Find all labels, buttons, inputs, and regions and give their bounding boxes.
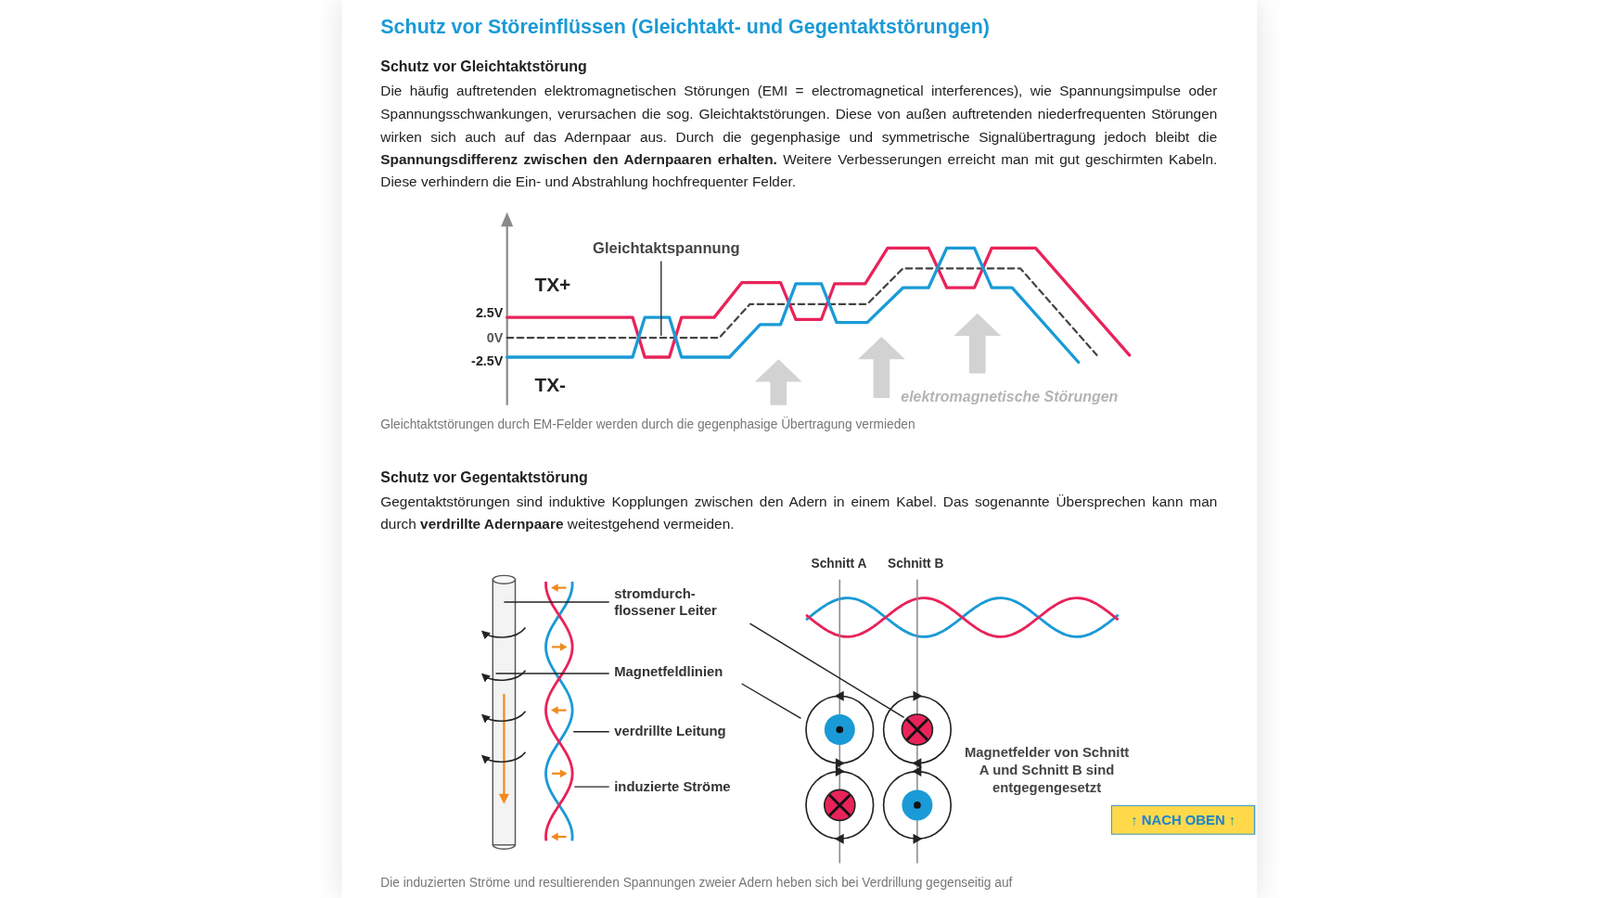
disturbance-arrow [954, 313, 1002, 374]
figure-caption: Gleichtaktstörungen durch EM-Felder werd… [380, 417, 915, 432]
crosstalk-diagram [482, 575, 1118, 863]
twisted-wire-blue [806, 598, 1119, 638]
emphasis-text: verdrillte Adernpaare [420, 515, 564, 533]
wire-section-in [824, 789, 856, 820]
induced-current-head [560, 642, 568, 652]
field-line-arrow [482, 627, 525, 639]
induced-current-head [550, 705, 559, 715]
voltage-label: -2.5V [471, 353, 503, 370]
field-direction-head [835, 757, 845, 768]
field-line-arrow [482, 670, 525, 681]
field-line-arrow [482, 711, 525, 722]
annotation-label: elektromagnetische Störungen [900, 388, 1118, 406]
field-direction-head [834, 833, 845, 845]
page-title: Schutz vor Störeinflüssen (Gleichtakt- u… [380, 15, 990, 39]
leader-line [574, 785, 609, 787]
voltage-label: 2.5V [475, 305, 503, 321]
twisted-wire-blue [546, 581, 574, 841]
field-direction-head [834, 691, 845, 702]
field-circle [883, 771, 952, 840]
twisted-wire-red [546, 581, 574, 841]
voltage-label: 0V [486, 329, 503, 346]
leader-line [503, 601, 609, 602]
common-mode-line [507, 268, 1098, 356]
section-heading: Schutz vor Gleichtaktstörung [380, 58, 587, 76]
note-label: Magnetfelder von Schnitt A und Schnitt B… [959, 743, 1135, 796]
induced-current-head [560, 768, 568, 778]
figure-caption: Die induzierten Ströme und resultierende… [380, 875, 1012, 890]
disturbance-arrow [857, 336, 906, 398]
tx-minus-signal [507, 247, 1079, 362]
disturbance-arrow [755, 358, 803, 406]
section-label: Schnitt A [811, 556, 868, 571]
current-arrowhead [499, 793, 510, 805]
conductor-body [492, 579, 515, 845]
induced-current-head [550, 832, 559, 842]
leader-line [660, 261, 662, 336]
field-direction-head [911, 766, 922, 777]
conductor-bottom [492, 844, 515, 849]
wire-section-out [824, 714, 856, 745]
paragraph-text: weitestgehend vermeiden. [567, 515, 735, 533]
field-direction-head [913, 691, 923, 702]
current-dot [913, 801, 922, 809]
back-to-top-button: ↑ NACH OBEN ↑ [1111, 805, 1255, 835]
current-cross [829, 794, 850, 816]
wire-section-out [901, 789, 933, 820]
current-dot [835, 726, 844, 734]
paragraph-text: Die häufig auftretenden elektromagnetisc… [380, 82, 1217, 145]
emphasis-text: Spannungsdifferenz zwischen den Adernpaa… [380, 151, 778, 168]
wire-section-in [901, 714, 933, 745]
button-text: ↑ NACH OBEN ↑ [1130, 812, 1236, 829]
conductor-top [492, 575, 515, 584]
signal-name: TX+ [534, 273, 571, 296]
signal-name: TX- [534, 374, 566, 397]
field-direction-head [911, 757, 922, 768]
y-axis [506, 224, 509, 406]
current-arrow [502, 693, 505, 799]
current-cross [907, 719, 928, 741]
body-paragraph: Gegentaktstörungen sind induktive Kopplu… [380, 489, 1217, 536]
section-label: Schnitt B [887, 556, 944, 571]
field-line-arrow [482, 752, 525, 763]
part-label: stromdurch- flossener Leiter [614, 584, 745, 619]
field-direction-head [835, 766, 845, 777]
induced-current-head [550, 583, 559, 592]
field-circle [883, 695, 952, 764]
leader-line [750, 623, 905, 717]
field-circle [806, 695, 874, 764]
annotation-label: Gleichtaktspannung [592, 238, 741, 256]
common-mode-diagram [500, 212, 1130, 406]
leader-line [573, 730, 610, 732]
body-paragraph: Die häufig auftretenden elektromagnetisc… [380, 79, 1217, 194]
field-circle [806, 771, 874, 840]
part-label: induzierte Ströme [614, 778, 730, 794]
leader-line [496, 672, 610, 674]
field-direction-head [913, 833, 923, 845]
axis-arrowhead [500, 212, 513, 227]
part-label: Magnetfeldlinien [614, 664, 723, 680]
leader-line [742, 683, 802, 718]
part-label: verdrillte Leitung [614, 723, 726, 740]
section-heading: Schutz vor Gegentaktstörung [380, 469, 588, 487]
twisted-wire-red [806, 598, 1119, 638]
tx-plus-signal [507, 247, 1130, 358]
